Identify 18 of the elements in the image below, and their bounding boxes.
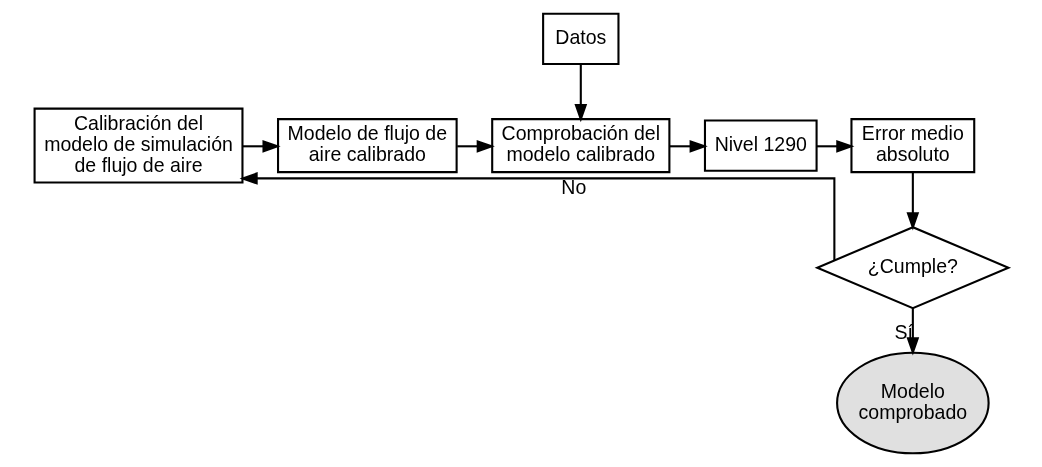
arrow <box>573 64 587 123</box>
arrow <box>669 139 708 153</box>
edge-label: Sí <box>894 320 913 343</box>
edge-label: No <box>560 176 586 199</box>
arrow <box>456 139 495 153</box>
node-box: Modelo de flujo de aire calibrado <box>276 118 458 174</box>
node-box: Nivel 1290 <box>703 119 818 172</box>
arrow <box>816 139 854 153</box>
node-box: Datos <box>541 12 619 66</box>
arrow <box>906 172 919 231</box>
node-box: Error medio absoluto <box>849 118 975 174</box>
node-box: Comprobación del modelo calibrado <box>490 118 670 174</box>
arrow <box>242 139 281 153</box>
arrow <box>906 308 919 356</box>
arrow <box>239 172 835 261</box>
node-box: Calibración del modelo de simulación de flujo de aire <box>33 107 243 184</box>
node-ellipse: Modelo comprobado <box>835 351 990 455</box>
node-diamond: ¿Cumple? <box>814 226 1011 310</box>
